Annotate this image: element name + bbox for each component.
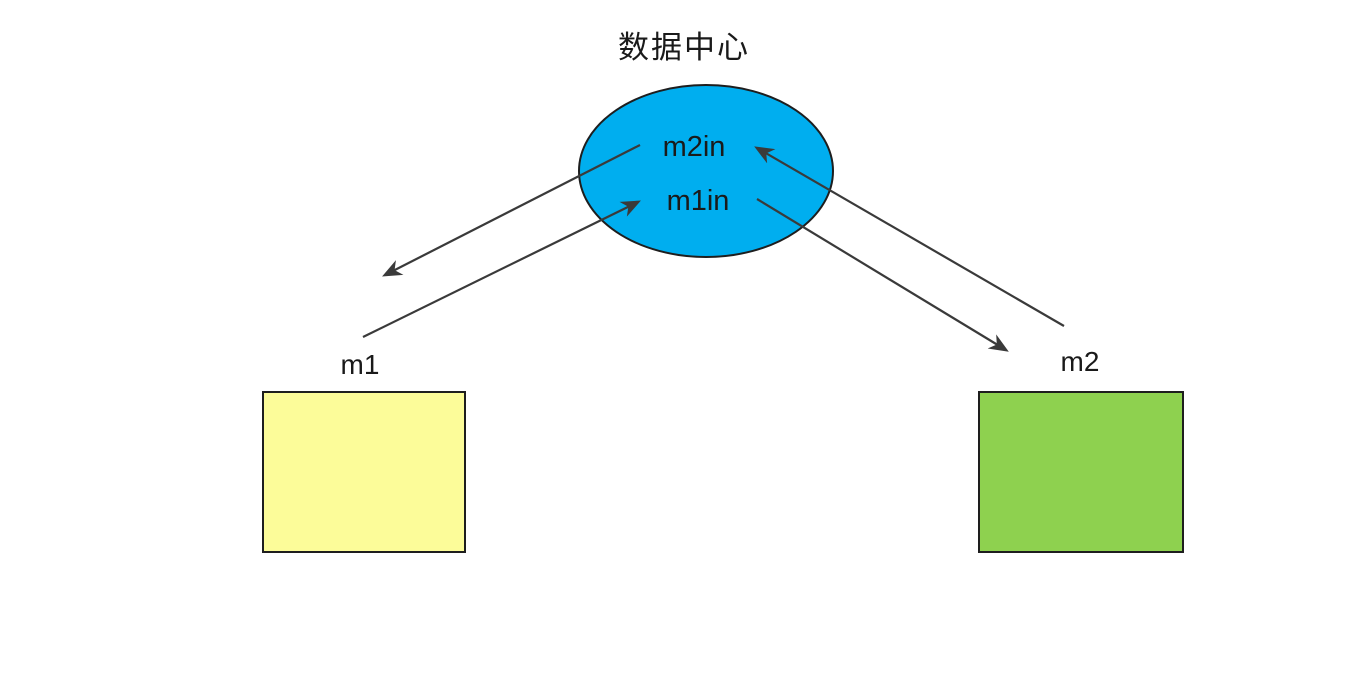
node-m2-box [978,391,1184,553]
edge-m2in-to-m1 [382,144,641,277]
data-center-ellipse [578,84,834,258]
node-m1-label: m1 [341,349,380,380]
node-m1-box [262,391,466,553]
queue-label-m1in: m1in [667,185,730,217]
edge-m1in-to-m2 [756,198,1009,352]
edge-m2-to-m2in [754,146,1065,327]
edge-m1-to-m1in [362,200,641,338]
node-m2-label: m2 [1061,346,1100,377]
queue-label-m2in: m2in [663,131,726,163]
diagram-title: 数据中心 [618,30,750,65]
